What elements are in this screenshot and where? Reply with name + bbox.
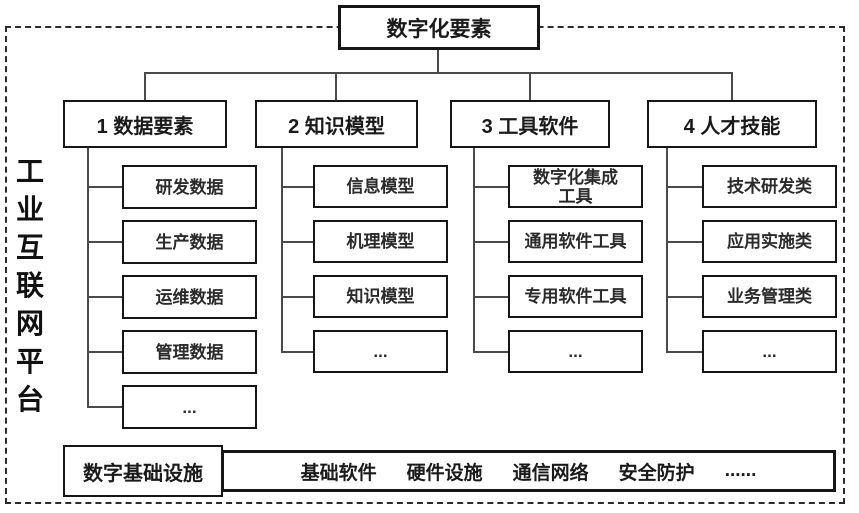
tree-node-rd-data: 研发数据	[122, 165, 257, 209]
platform-boundary	[5, 26, 845, 504]
tree-node-skills-ellipsis: ...	[702, 330, 837, 373]
connector-line	[473, 296, 508, 298]
connector-line	[144, 72, 146, 101]
tree-node-mechanism-model: 机理模型	[313, 220, 448, 263]
infrastructure-bar: 基础软件 硬件设施 通信网络 安全防护 ......	[221, 450, 836, 492]
tree-node-special-software-tools: 专用软件工具	[508, 275, 643, 318]
tree-node-om-data: 运维数据	[122, 275, 257, 319]
connector-line	[281, 186, 313, 188]
connector-line	[473, 241, 508, 243]
tree-node-model-ellipsis: ...	[313, 330, 448, 373]
connector-line	[666, 186, 702, 188]
connector-line	[281, 241, 313, 243]
connector-line	[437, 50, 439, 74]
infrastructure-item-network: 通信网络	[512, 462, 589, 484]
tree-node-tools-ellipsis: ...	[508, 330, 643, 373]
connector-line	[87, 406, 122, 408]
connector-line	[473, 147, 475, 353]
infrastructure-item-basic-software: 基础软件	[300, 462, 377, 484]
tree-node-data-ellipsis: ...	[122, 385, 257, 429]
connector-line	[473, 186, 508, 188]
platform-label: 工业互联网平台	[15, 156, 44, 415]
tree-node-management-data: 管理数据	[122, 330, 257, 374]
column-header-data-elements: 1 数据要素	[63, 100, 227, 148]
connector-line	[666, 351, 702, 353]
connector-line	[87, 147, 89, 408]
connector-line	[87, 351, 122, 353]
column-header-talent-skills: 4 人才技能	[647, 100, 817, 148]
tree-node-general-software-tools: 通用软件工具	[508, 220, 643, 263]
tree-node-biz-manage-class: 业务管理类	[702, 275, 837, 318]
tree-node-production-data: 生产数据	[122, 220, 257, 264]
connector-line	[281, 296, 313, 298]
connector-line	[335, 72, 337, 101]
connector-line	[281, 351, 313, 353]
tree-node-tech-rd-class: 技术研发类	[702, 165, 837, 208]
infrastructure-item-security: 安全防护	[618, 462, 695, 484]
infrastructure-item-ellipsis: ......	[724, 460, 757, 481]
connector-line	[87, 296, 122, 298]
tree-node-integration-tools: 数字化集成 工具	[508, 165, 643, 208]
connector-line	[144, 72, 733, 74]
infrastructure-label-box: 数字基础设施	[63, 445, 223, 497]
connector-line	[529, 72, 531, 101]
column-header-tool-software: 3 工具软件	[450, 100, 610, 148]
connector-line	[473, 351, 508, 353]
root-node: 数字化要素	[338, 5, 540, 50]
connector-line	[281, 147, 283, 353]
tree-node-information-model: 信息模型	[313, 165, 448, 208]
connector-line	[666, 241, 702, 243]
column-header-knowledge-models: 2 知识模型	[255, 100, 418, 148]
connector-line	[87, 186, 122, 188]
connector-line	[87, 241, 122, 243]
connector-line	[666, 147, 668, 353]
connector-line	[666, 296, 702, 298]
infrastructure-item-hardware: 硬件设施	[406, 462, 483, 484]
tree-node-app-implement-class: 应用实施类	[702, 220, 837, 263]
tree-node-knowledge-model: 知识模型	[313, 275, 448, 318]
connector-line	[731, 72, 733, 101]
